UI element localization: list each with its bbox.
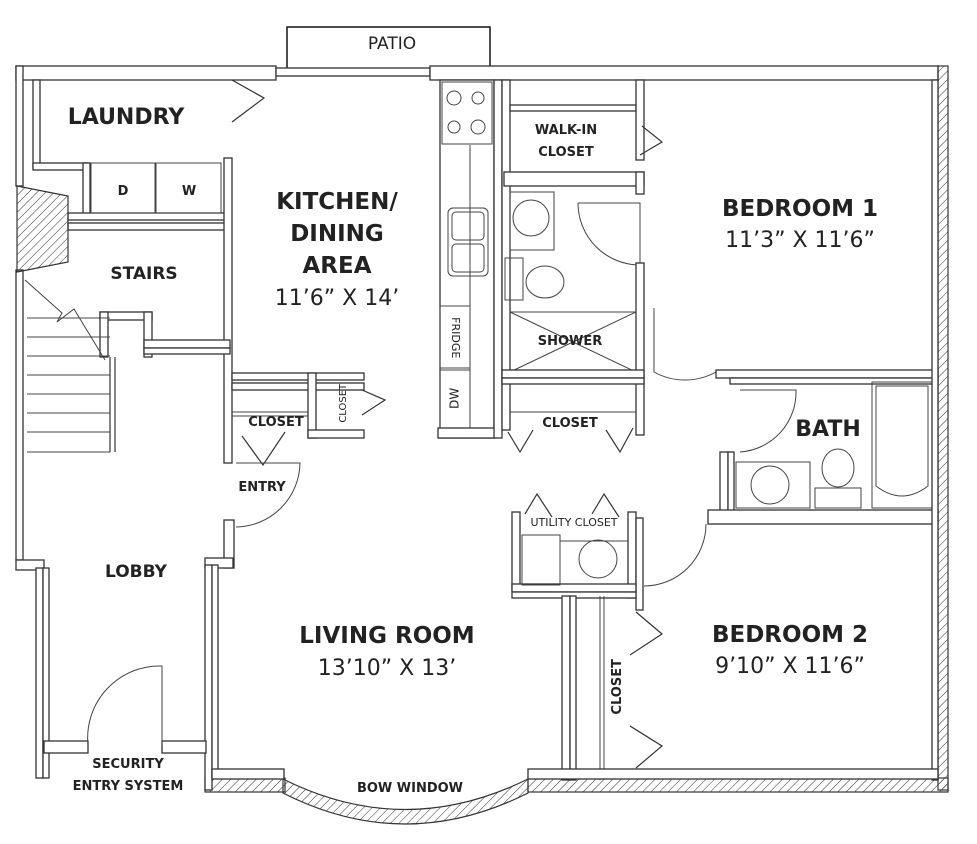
fridge-label: FRIDGE — [448, 317, 462, 359]
hall-closet-label: CLOSET — [542, 416, 598, 431]
walk-in-closet-label-line1: WALK-IN — [534, 123, 598, 138]
laundry-door — [231, 79, 266, 123]
bath-label: BATH — [795, 417, 861, 442]
small-closet-label: CLOSET — [337, 383, 349, 423]
bow-window — [282, 778, 529, 825]
dryer-label: D — [117, 184, 129, 199]
kitchen-label-line3: AREA — [302, 253, 372, 279]
living-room-dimensions: 13’10” X 13’ — [317, 656, 457, 681]
bedroom2-dimensions: 9’10” X 11’6” — [715, 654, 865, 679]
patio-area — [286, 26, 491, 70]
entry-closet-label: CLOSET — [248, 415, 304, 430]
laundry-label: LAUNDRY — [67, 105, 185, 130]
lobby-label: LOBBY — [105, 562, 167, 582]
living-south-wall — [211, 768, 285, 780]
patio-label: PATIO — [367, 34, 417, 54]
kitchen-label-line2: DINING — [290, 221, 384, 247]
utility-closet-label: UTILITY CLOSET — [530, 516, 618, 529]
kitchen-label-line1: KITCHEN/ — [276, 189, 398, 215]
bedroom2-closet-label: CLOSET — [610, 659, 626, 715]
stairs-label: STAIRS — [110, 264, 178, 284]
stair-void — [16, 185, 69, 273]
security-label-line1: SECURITY — [92, 757, 164, 772]
kitchen-dimensions: 11’6” X 14’ — [274, 286, 400, 311]
bath-walls — [707, 79, 939, 781]
washer — [155, 162, 222, 214]
entry-door — [235, 462, 301, 528]
master-bath-walls — [501, 79, 717, 454]
dishwasher-label: DW — [447, 387, 462, 409]
living-room-label: LIVING ROOM — [299, 623, 475, 649]
security-label-line2: ENTRY SYSTEM — [72, 779, 184, 794]
bedroom1-dimensions: 11’3” X 11’6” — [725, 228, 875, 253]
washer-label: W — [181, 184, 197, 199]
kitchen-counter — [437, 79, 503, 439]
utility-closet-walls — [511, 492, 707, 611]
lobby-walls — [15, 559, 219, 791]
bedroom1-label: BEDROOM 1 — [721, 196, 879, 222]
bedroom2-label: BEDROOM 2 — [711, 622, 869, 648]
shower-label: SHOWER — [537, 334, 603, 349]
staircase — [24, 279, 231, 453]
entry-closet-walls — [231, 372, 387, 467]
bedroom2-closet-walls — [527, 595, 939, 781]
bow-window-label: BOW WINDOW — [356, 781, 464, 796]
entry-label: ENTRY — [238, 480, 286, 495]
walk-in-closet-label-line2: CLOSET — [538, 145, 594, 160]
dryer — [90, 162, 156, 214]
